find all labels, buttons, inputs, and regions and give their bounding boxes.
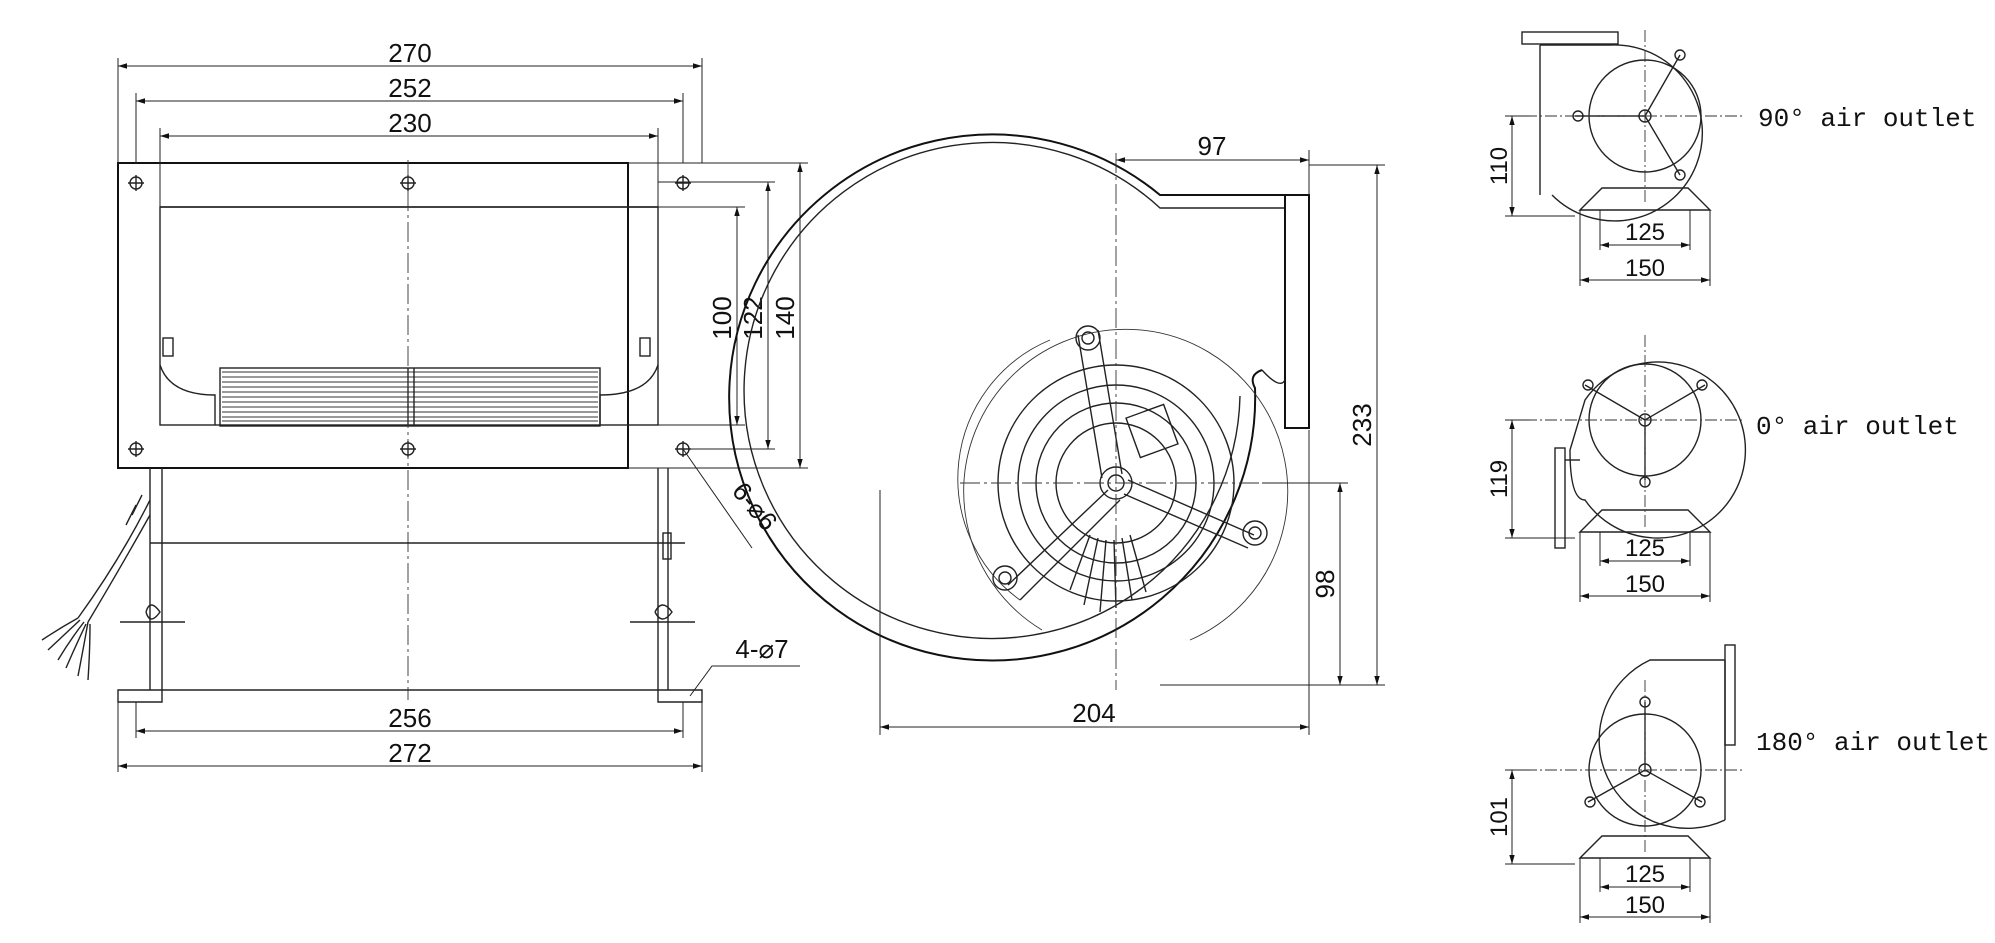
front-housing [149, 468, 669, 690]
dim-270-label: 270 [388, 38, 431, 68]
outlet-90-base-inner-label: 125 [1625, 219, 1665, 246]
outlet-90-base-outer-label: 150 [1625, 255, 1665, 282]
outlet-90-label: 90° air outlet [1758, 104, 1976, 134]
outlet-view-0: 119 125 150 0° air outlet [1486, 335, 1959, 602]
outlet-view-90: 110 125 150 90° air outlet [1486, 30, 1976, 286]
side-dims [879, 150, 1385, 735]
dim-230-label: 230 [388, 108, 431, 138]
outlet-180-base-outer-label: 150 [1625, 892, 1665, 919]
dim-122-label: 122 [738, 296, 768, 339]
dim-97-label: 97 [1198, 131, 1227, 161]
foot-callout-label: 4-⌀7 [735, 634, 788, 664]
outlet-0-label: 0° air outlet [1756, 412, 1959, 442]
front-dims-bottom [117, 702, 703, 772]
outlet-180-label: 180° air outlet [1756, 728, 1990, 758]
outlet-0-base-outer-label: 150 [1625, 571, 1665, 598]
outlet-0-height-label: 119 [1486, 460, 1513, 498]
dim-98-label: 98 [1310, 570, 1340, 599]
outlet-90-height-label: 110 [1486, 147, 1513, 185]
lead-wires [41, 494, 151, 681]
side-wires [1069, 534, 1147, 613]
spider-bracket [992, 325, 1268, 601]
side-view: 97 233 98 204 [728, 131, 1385, 735]
dim-233-label: 233 [1347, 403, 1377, 446]
impeller-blades [222, 371, 598, 422]
outlet-180-base-inner-label: 125 [1625, 861, 1665, 888]
front-dims-right [628, 162, 808, 469]
dim-252-label: 252 [388, 73, 431, 103]
front-dims-top [117, 58, 703, 207]
impeller-drum [219, 367, 601, 427]
outlet-view-180: 101 125 150 180° air outlet [1486, 644, 1990, 923]
flange-holes [128, 175, 691, 457]
side-scroll-housing [728, 133, 1285, 662]
hole-callout-label: 6-⌀6 [726, 476, 783, 536]
front-feet [117, 689, 703, 703]
dim-272-label: 272 [388, 738, 431, 768]
outlet-180-height-label: 101 [1486, 797, 1513, 837]
front-flange-plate [117, 162, 629, 469]
dim-100-label: 100 [707, 296, 737, 339]
dim-140-label: 140 [770, 296, 800, 339]
dim-256-label: 256 [388, 703, 431, 733]
front-view: 270 252 230 100 122 140 6-⌀6 4-⌀7 256 27… [41, 38, 808, 772]
side-outlet-flange [1284, 194, 1310, 429]
outlet-0-base-inner-label: 125 [1625, 535, 1665, 562]
dim-204-label: 204 [1072, 698, 1115, 728]
